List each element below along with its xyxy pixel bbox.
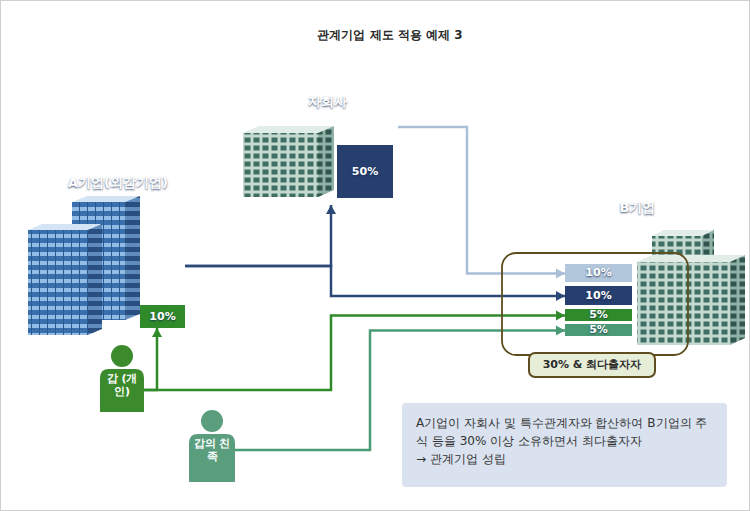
group-outline <box>502 253 688 355</box>
connector-line <box>144 328 157 390</box>
share-bar: 10% <box>565 286 632 306</box>
building-face <box>28 230 88 335</box>
person-label: 갑 (개인) <box>100 372 144 398</box>
share-value: 50% <box>352 166 378 178</box>
arrow-shape <box>20 118 216 330</box>
arrow-body <box>230 65 425 205</box>
company-arrow: 자회사 50% <box>230 65 425 205</box>
share-bar: 5% <box>565 309 632 322</box>
company-arrow: A기업(외감기업) 10% <box>20 118 216 330</box>
building-side <box>88 224 102 335</box>
connector-line <box>185 205 331 266</box>
person-icon: 갑의 친족 <box>189 410 235 482</box>
share-value: 10% <box>585 290 611 302</box>
building-side <box>318 126 334 197</box>
note-text: → 관계기업 성립 <box>416 450 713 468</box>
person-icon: 갑 (개인) <box>100 345 144 412</box>
person-head <box>111 345 133 367</box>
building-side <box>125 196 140 320</box>
arrow-head <box>326 205 336 214</box>
person-head <box>201 410 223 432</box>
share-bar: 10% <box>565 264 632 283</box>
arrow-head <box>556 311 565 321</box>
building-side <box>730 255 745 345</box>
building-roof <box>243 126 334 133</box>
company-arrow: B기업 10% 10% 5% 5% <box>535 135 740 345</box>
arrow-body <box>535 135 740 345</box>
arrow-head <box>556 326 565 336</box>
share-value: 10% <box>585 267 611 279</box>
company-name: B기업 <box>535 200 740 216</box>
summary-badge: 30% & 최다출자자 <box>528 352 656 378</box>
person-label: 갑의 친족 <box>189 437 235 463</box>
share-value: 30% & 최다출자자 <box>543 359 642 371</box>
company-name: 자회사 <box>230 94 425 110</box>
arrow-head <box>556 269 565 279</box>
building-roof <box>637 255 745 262</box>
person-body <box>189 434 235 482</box>
share-value: 5% <box>589 309 608 321</box>
share-box: 50% <box>337 145 393 198</box>
note-text: A기업이 자회사 및 특수관계자와 합산하여 B기업의 주식 등을 30% 이상… <box>416 414 713 450</box>
company-name: A기업(외감기업) <box>20 175 216 191</box>
person-body <box>100 369 144 412</box>
share-bar: 5% <box>565 324 632 337</box>
diagram-title: 관계기업 제도 적용 예제 3 <box>200 27 580 43</box>
connector <box>144 328 162 390</box>
connector-line <box>398 127 565 274</box>
connector <box>185 266 565 301</box>
connector <box>398 127 565 279</box>
arrow-shape <box>230 65 425 205</box>
share-value: 5% <box>589 324 608 336</box>
arrow-body <box>20 118 216 305</box>
arrow-head <box>556 291 565 301</box>
connector-line <box>185 266 565 296</box>
building-face <box>637 262 730 345</box>
connector <box>185 205 336 266</box>
building-face <box>243 133 318 197</box>
arrow-head <box>152 328 162 337</box>
share-value: 10% <box>149 311 175 323</box>
share-box: 10% <box>140 305 185 328</box>
note-box: A기업이 자회사 및 특수관계자와 합산하여 B기업의 주식 등을 30% 이상… <box>402 403 727 487</box>
